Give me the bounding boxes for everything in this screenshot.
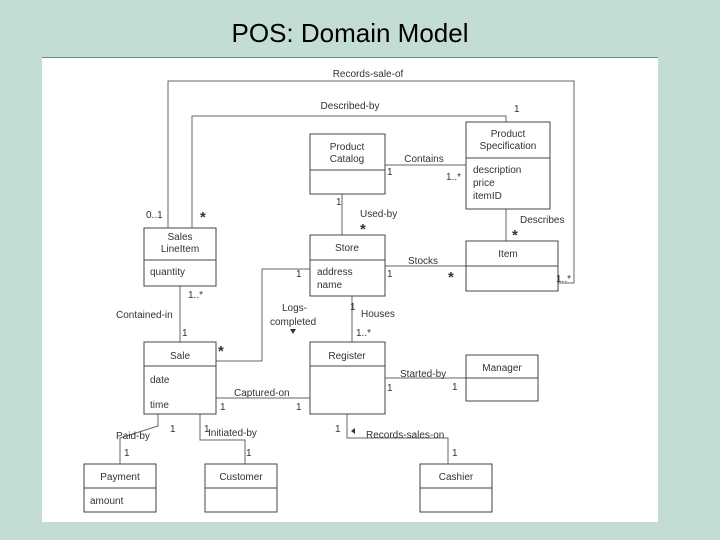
title-divider <box>42 57 658 58</box>
mult-described-by-spec: 1 <box>514 104 520 115</box>
mult-stocks-store: 1 <box>387 269 393 280</box>
assoc-initiated-by: Initiated-by <box>208 428 257 439</box>
mult-records-sale-of-lineitem: * <box>200 209 206 226</box>
payment-name: Payment <box>100 472 140 483</box>
attr-address: address <box>317 267 353 278</box>
class-item[interactable]: Item <box>465 240 559 292</box>
class-store[interactable]: Store address name <box>309 234 386 297</box>
assoc-described-by: Described-by <box>321 101 380 112</box>
assoc-describes: Describes <box>520 215 564 226</box>
class-sale[interactable]: Sale date time <box>143 341 217 415</box>
mult-used-by-store: * <box>360 221 366 238</box>
store-name: Store <box>335 243 359 254</box>
product-spec-name-2: Specification <box>480 141 537 152</box>
records-sales-on-arrow-icon <box>351 428 355 434</box>
assoc-captured-on: Captured-on <box>234 388 290 399</box>
paid-by-line <box>119 414 159 464</box>
assoc-records-sales-on: Records-sales-on <box>366 430 444 441</box>
mult-stocks-item: * <box>448 269 454 286</box>
sales-line-item-name-1: Sales <box>167 232 192 243</box>
attr-name: name <box>317 280 342 291</box>
initiated-by-line <box>199 414 246 464</box>
class-customer[interactable]: Customer <box>204 463 278 513</box>
class-product-specification[interactable]: Product Specification description price … <box>465 121 551 210</box>
mult-used-by-catalog: 1 <box>336 197 342 208</box>
mult-houses-store: 1 <box>350 302 356 313</box>
described-by-line <box>191 115 507 228</box>
mult-paid-by-payment: 1 <box>124 448 130 459</box>
assoc-contains: Contains <box>404 154 443 165</box>
mult-captured-on-sale: 1 <box>220 402 226 413</box>
slide-title: POS: Domain Model <box>231 18 469 48</box>
attr-quantity: quantity <box>150 267 185 278</box>
assoc-logs-completed-2: completed <box>270 317 316 328</box>
attr-item-id: itemID <box>473 191 502 202</box>
attr-time: time <box>150 400 169 411</box>
customer-name: Customer <box>219 472 263 483</box>
class-register[interactable]: Register <box>309 341 386 415</box>
assoc-paid-by: Paid-by <box>116 431 150 442</box>
mult-captured-on-register: 1 <box>296 402 302 413</box>
mult-contains-catalog: 1 <box>387 167 393 178</box>
attr-description: description <box>473 165 521 176</box>
assoc-records-sale-of: Records-sale-of <box>333 69 404 80</box>
mult-started-by-manager: 1 <box>452 382 458 393</box>
assoc-stocks: Stocks <box>408 256 438 267</box>
mult-initiated-by-sale: 1 <box>204 424 210 435</box>
mult-started-by-register: 1 <box>387 383 393 394</box>
mult-logs-store: 1 <box>296 269 302 280</box>
sale-name: Sale <box>170 351 190 362</box>
attr-amount: amount <box>90 496 124 507</box>
logs-completed-line <box>216 268 310 362</box>
mult-logs-sale: * <box>218 343 224 360</box>
register-name: Register <box>328 351 366 362</box>
class-cashier[interactable]: Cashier <box>419 463 493 513</box>
class-manager[interactable]: Manager <box>465 354 539 402</box>
class-product-catalog[interactable]: Product Catalog <box>309 133 386 195</box>
item-name: Item <box>498 249 517 260</box>
diagram-canvas: Product Catalog Product Specification de… <box>42 58 658 522</box>
records-sale-of-line <box>167 80 575 284</box>
manager-name: Manager <box>482 363 522 374</box>
mult-paid-by-sale: 1 <box>170 424 176 435</box>
mult-contained-in-sale: 1 <box>182 328 188 339</box>
mult-described-by-lineitem: 0..1 <box>146 210 163 221</box>
attr-date: date <box>150 375 170 386</box>
logs-completed-arrow-icon <box>290 329 296 334</box>
product-spec-name-1: Product <box>491 129 526 140</box>
records-sales-on-line <box>346 414 449 464</box>
mult-records-sale-of-item: 1..* <box>556 274 571 285</box>
class-sales-line-item[interactable]: Sales LineItem quantity <box>143 227 217 287</box>
product-catalog-name-2: Catalog <box>330 154 364 165</box>
class-payment[interactable]: Payment amount <box>83 463 157 513</box>
mult-records-sales-on-register: 1 <box>335 424 341 435</box>
attr-price: price <box>473 178 495 189</box>
assoc-logs-completed-1: Logs- <box>282 303 307 314</box>
product-catalog-name-1: Product <box>330 142 365 153</box>
mult-initiated-by-customer: 1 <box>246 448 252 459</box>
assoc-started-by: Started-by <box>400 369 446 380</box>
mult-houses-register: 1..* <box>356 328 371 339</box>
cashier-name: Cashier <box>439 472 474 483</box>
domain-model-diagram: Product Catalog Product Specification de… <box>83 69 575 513</box>
sales-line-item-name-2: LineItem <box>161 244 199 255</box>
assoc-used-by: Used-by <box>360 209 397 220</box>
mult-contains-spec: 1..* <box>446 172 461 183</box>
mult-describes-item: * <box>512 227 518 244</box>
assoc-contained-in: Contained-in <box>116 310 173 321</box>
assoc-houses: Houses <box>361 309 395 320</box>
mult-contained-in-lineitem: 1..* <box>188 290 203 301</box>
mult-records-sales-on-cashier: 1 <box>452 448 458 459</box>
